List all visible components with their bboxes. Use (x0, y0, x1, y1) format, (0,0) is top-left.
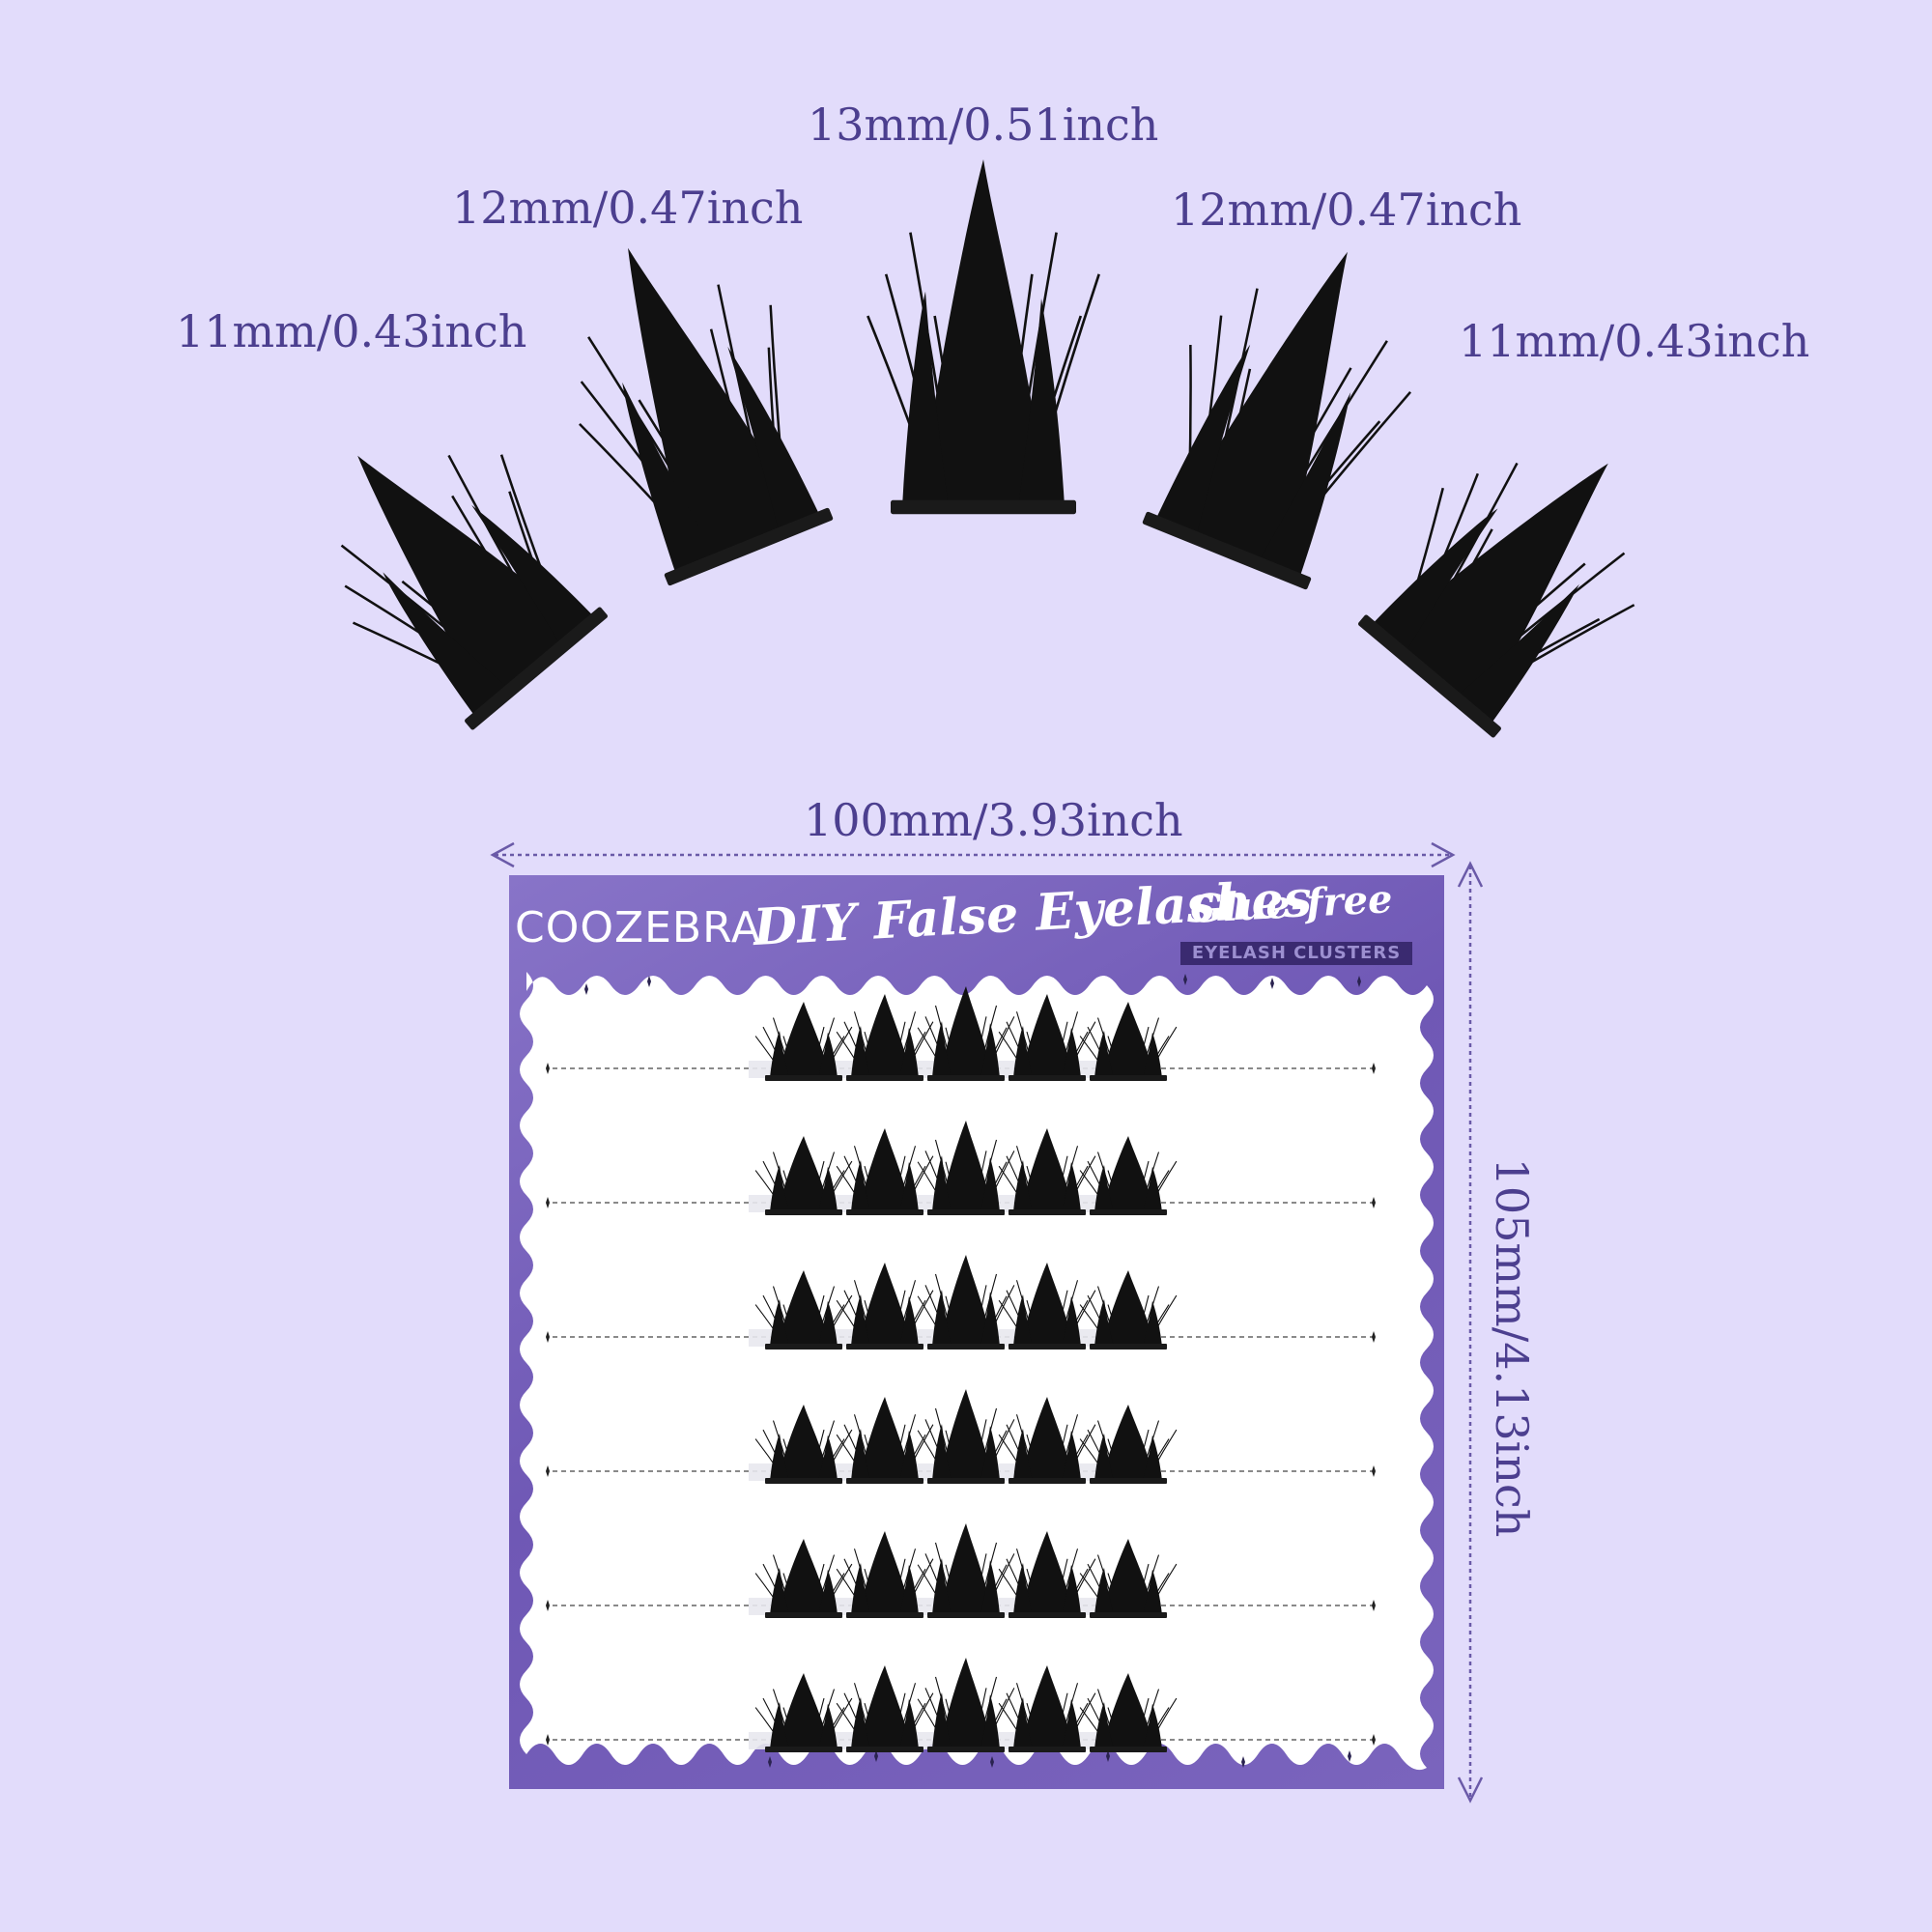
card-cluster-r3-c3 (917, 1255, 1015, 1350)
card-cluster-r1-c5 (1079, 1002, 1178, 1081)
card-cluster-r2-c3 (917, 1121, 1015, 1215)
card-cluster-r3-c2 (836, 1263, 934, 1350)
loose-clusters (340, 158, 1635, 738)
card-cluster-r2-c5 (1079, 1136, 1178, 1215)
eyelash-clusters-subtitle: EYELASH CLUSTERS (1180, 942, 1412, 965)
card-cluster-r4-c4 (998, 1397, 1096, 1484)
card-white-panel (520, 972, 1434, 1771)
product-card (509, 875, 1444, 1789)
card-cluster-r4-c1 (754, 1405, 853, 1484)
card-artwork (520, 972, 1434, 1771)
cluster-center (867, 158, 1100, 515)
card-cluster-r4-c2 (836, 1397, 934, 1484)
cluster-left-inner (579, 247, 834, 586)
card-cluster-r6-c1 (754, 1673, 853, 1752)
card-cluster-r3-c5 (1079, 1270, 1178, 1350)
cluster-length-label-right-outer: 11mm/0.43inch (1459, 315, 1810, 367)
card-cluster-r1-c4 (998, 994, 1096, 1081)
cluster-length-label-left-inner: 12mm/0.47inch (452, 182, 804, 234)
card-cluster-r1-c1 (754, 1002, 853, 1081)
cluster-length-label-left-outer: 11mm/0.43inch (176, 305, 527, 357)
card-cluster-r2-c1 (754, 1136, 853, 1215)
card-cluster-r5-c5 (1079, 1539, 1178, 1618)
cluster-left-outer (340, 454, 608, 730)
brand-name: COOZEBRA (515, 903, 762, 952)
card-cluster-r6-c5 (1079, 1673, 1178, 1752)
card-cluster-r2-c4 (998, 1128, 1096, 1215)
card-cluster-r1-c3 (917, 986, 1015, 1081)
width-dimension-label: 100mm/3.93inch (804, 794, 1183, 846)
card-cluster-r4-c3 (917, 1389, 1015, 1484)
cluster-right-outer (1358, 462, 1635, 738)
cluster-length-label-right-inner: 12mm/0.47inch (1171, 184, 1522, 236)
card-cluster-r4-c5 (1079, 1405, 1178, 1484)
cluster-length-label-center: 13mm/0.51inch (808, 99, 1159, 151)
cluster-right-inner (1142, 251, 1412, 590)
card-cluster-r6-c3 (917, 1658, 1015, 1752)
card-cluster-r6-c4 (998, 1665, 1096, 1752)
card-cluster-r5-c3 (917, 1523, 1015, 1618)
height-dimension-label: 105mm/4.13inch (1486, 1157, 1538, 1538)
card-cluster-r1-c2 (836, 994, 934, 1081)
card-cluster-r3-c1 (754, 1270, 853, 1350)
card-cluster-r5-c2 (836, 1531, 934, 1618)
card-cluster-r5-c4 (998, 1531, 1096, 1618)
card-cluster-r3-c4 (998, 1263, 1096, 1350)
